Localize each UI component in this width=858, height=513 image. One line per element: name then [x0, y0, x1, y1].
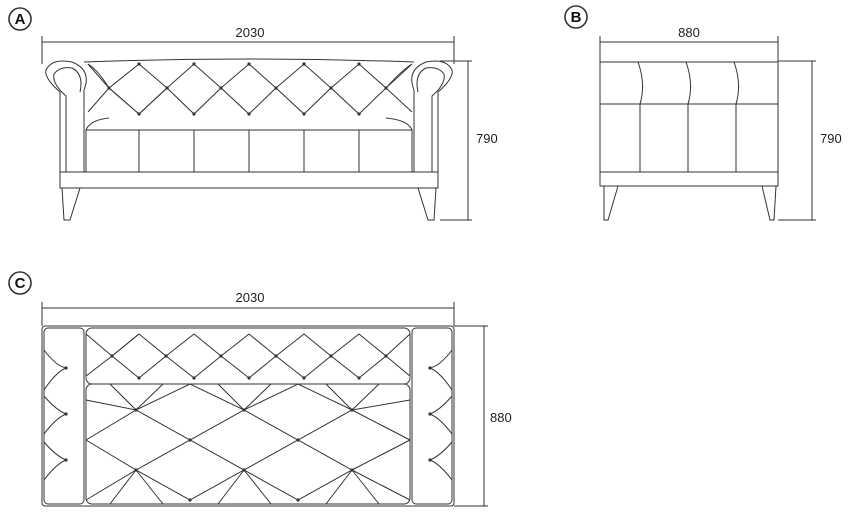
view-a-width-value: 2030	[236, 25, 265, 40]
view-c-buttons	[64, 354, 432, 502]
view-c-label: C	[15, 275, 26, 292]
view-c-depth-value: 880	[490, 410, 512, 425]
view-b-width-value: 880	[678, 25, 700, 40]
view-c-width-value: 2030	[236, 290, 265, 305]
view-a-badge	[8, 7, 32, 31]
view-c-top	[8, 271, 488, 507]
view-b-label: B	[571, 9, 582, 26]
view-a-height-value: 790	[476, 131, 498, 146]
view-c-badge	[8, 271, 32, 295]
view-a-label: A	[15, 11, 26, 28]
view-a-buttons	[107, 62, 388, 116]
view-b-height-value: 790	[820, 131, 842, 146]
view-b-side	[564, 5, 816, 221]
view-b-badge	[564, 5, 588, 29]
